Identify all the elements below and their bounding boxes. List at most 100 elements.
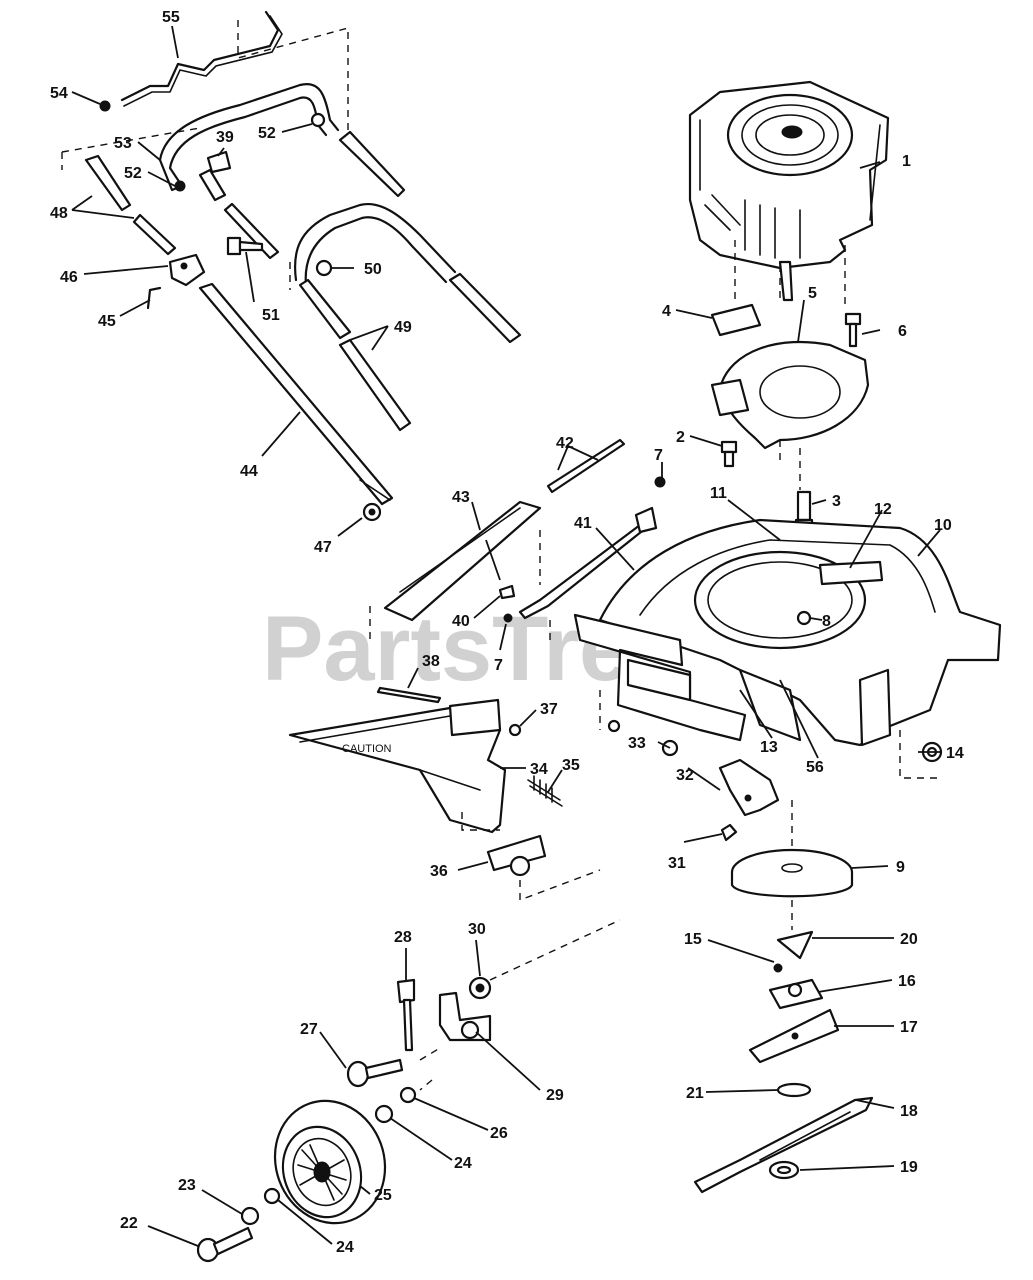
callout-22: 22 bbox=[120, 1215, 138, 1232]
callout-28: 28 bbox=[394, 929, 412, 946]
gasket-4 bbox=[710, 303, 762, 337]
callout-1: 1 bbox=[902, 153, 911, 170]
washer-24-inner bbox=[374, 1104, 394, 1124]
clamp-47 bbox=[362, 502, 382, 522]
lower-handle-49 bbox=[294, 202, 457, 432]
callout-9: 9 bbox=[896, 859, 905, 876]
mower-deck-10 bbox=[598, 518, 1002, 747]
callout-49: 49 bbox=[394, 319, 412, 336]
retainer-20 bbox=[776, 930, 814, 960]
blade-nut-19 bbox=[768, 1160, 800, 1180]
callout-7-lower: 7 bbox=[494, 657, 503, 674]
bolt-6 bbox=[844, 312, 862, 348]
callout-4: 4 bbox=[662, 303, 671, 320]
callout-27: 27 bbox=[300, 1021, 318, 1038]
wheel-bolt-22 bbox=[196, 1226, 254, 1263]
callout-29: 29 bbox=[546, 1087, 564, 1104]
grass-bag-frame-34: CAUTION bbox=[288, 698, 507, 834]
callout-52-upper: 52 bbox=[258, 125, 276, 142]
hinge-pin-36 bbox=[486, 834, 547, 877]
callout-13: 13 bbox=[760, 739, 778, 756]
callout-7-upper: 7 bbox=[654, 447, 663, 464]
caution-decal: CAUTION bbox=[342, 743, 392, 755]
callout-26: 26 bbox=[490, 1125, 508, 1142]
bolt-51 bbox=[226, 236, 264, 256]
callout-36: 36 bbox=[430, 863, 448, 880]
callout-43: 43 bbox=[452, 489, 470, 506]
callout-17: 17 bbox=[900, 1019, 918, 1036]
screw-31 bbox=[720, 823, 738, 842]
nut-37 bbox=[508, 723, 522, 737]
washer-23 bbox=[240, 1206, 260, 1226]
callout-42: 42 bbox=[556, 435, 574, 452]
shift-rod-48 bbox=[84, 154, 177, 256]
spring-35 bbox=[527, 775, 563, 807]
callout-50: 50 bbox=[364, 261, 382, 278]
screw-15 bbox=[773, 963, 783, 973]
engine-plate-5 bbox=[710, 340, 870, 450]
callout-5: 5 bbox=[808, 285, 817, 302]
control-cable-44 bbox=[198, 282, 394, 506]
nut-33-left bbox=[607, 719, 621, 733]
deflector-43 bbox=[383, 500, 542, 622]
callout-53: 53 bbox=[114, 135, 132, 152]
pin-45 bbox=[146, 286, 162, 310]
callout-labels: 55 54 53 39 52 52 48 46 45 51 50 49 44 4… bbox=[50, 9, 964, 1256]
hinge-rod-42 bbox=[546, 438, 626, 494]
spacer-26 bbox=[399, 1086, 417, 1104]
callout-48: 48 bbox=[50, 205, 68, 222]
callout-2: 2 bbox=[676, 429, 685, 446]
washer-24-outer bbox=[263, 1187, 281, 1205]
washer-21 bbox=[776, 1082, 812, 1098]
callout-6: 6 bbox=[898, 323, 907, 340]
callout-55: 55 bbox=[162, 9, 180, 26]
callout-33: 33 bbox=[628, 735, 646, 752]
callout-39: 39 bbox=[216, 129, 234, 146]
engine-1 bbox=[688, 80, 890, 302]
nut-50 bbox=[315, 259, 333, 277]
callout-8: 8 bbox=[822, 613, 831, 630]
blade-18 bbox=[693, 1096, 874, 1194]
callout-24-lower: 24 bbox=[336, 1239, 354, 1256]
deck-rear-edge bbox=[858, 668, 892, 747]
upper-handle-53 bbox=[158, 82, 340, 202]
blade-adapter-16 bbox=[768, 978, 824, 1010]
nut-7-lower bbox=[503, 613, 513, 623]
bolt-2 bbox=[720, 440, 738, 468]
callout-32: 32 bbox=[676, 767, 694, 784]
nut-54 bbox=[99, 100, 111, 112]
callout-35: 35 bbox=[562, 757, 580, 774]
callout-23: 23 bbox=[178, 1177, 196, 1194]
blade-stiffener-17 bbox=[748, 1008, 840, 1064]
bolt-27 bbox=[346, 1058, 404, 1088]
handle-side-tubes bbox=[223, 130, 522, 344]
nut-52-lower bbox=[174, 180, 186, 192]
callout-54: 54 bbox=[50, 85, 68, 102]
wheel-bracket-29 bbox=[438, 991, 492, 1042]
callout-45: 45 bbox=[98, 313, 116, 330]
callout-52-lower: 52 bbox=[124, 165, 142, 182]
callout-15: 15 bbox=[684, 931, 702, 948]
callout-16: 16 bbox=[898, 973, 916, 990]
nut-7-upper bbox=[654, 476, 666, 488]
leader-lines bbox=[71, 25, 942, 1247]
callout-18: 18 bbox=[900, 1103, 918, 1120]
wheel-25 bbox=[273, 1099, 387, 1225]
callout-20: 20 bbox=[900, 931, 918, 948]
callout-10: 10 bbox=[934, 517, 952, 534]
discharge-chute-13 bbox=[573, 613, 802, 742]
callout-11: 11 bbox=[710, 485, 727, 502]
callout-24-upper: 24 bbox=[454, 1155, 472, 1172]
callout-14: 14 bbox=[946, 745, 964, 762]
screw-40 bbox=[498, 584, 516, 600]
callout-38: 38 bbox=[422, 653, 440, 670]
callout-34: 34 bbox=[530, 761, 548, 778]
callout-40: 40 bbox=[452, 613, 470, 630]
callout-41: 41 bbox=[574, 515, 592, 532]
control-rod-55 bbox=[120, 10, 283, 107]
callout-56: 56 bbox=[806, 759, 824, 776]
callout-25: 25 bbox=[374, 1187, 392, 1204]
rod-38 bbox=[376, 686, 442, 704]
callout-51: 51 bbox=[262, 307, 280, 324]
callout-47: 47 bbox=[314, 539, 332, 556]
